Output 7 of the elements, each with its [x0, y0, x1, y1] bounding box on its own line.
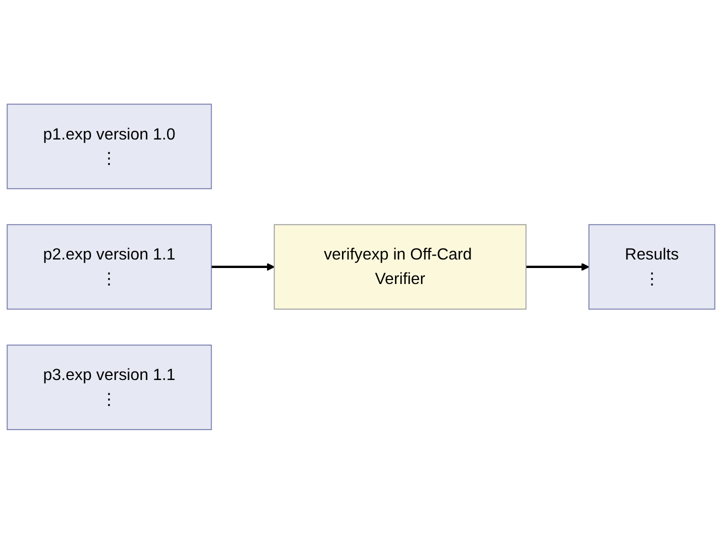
arrow — [211, 262, 275, 270]
arrow — [526, 262, 590, 270]
node-box: p3.exp version 1.1 ⋮ — [6, 344, 212, 430]
node-box: Results ⋮ — [588, 224, 716, 310]
node-box: p2.exp version 1.1 ⋮ — [6, 224, 212, 310]
node-box: verifyexp in Off-Card Verifier — [274, 224, 526, 310]
node-box: p1.exp version 1.0 ⋮ — [6, 103, 212, 189]
